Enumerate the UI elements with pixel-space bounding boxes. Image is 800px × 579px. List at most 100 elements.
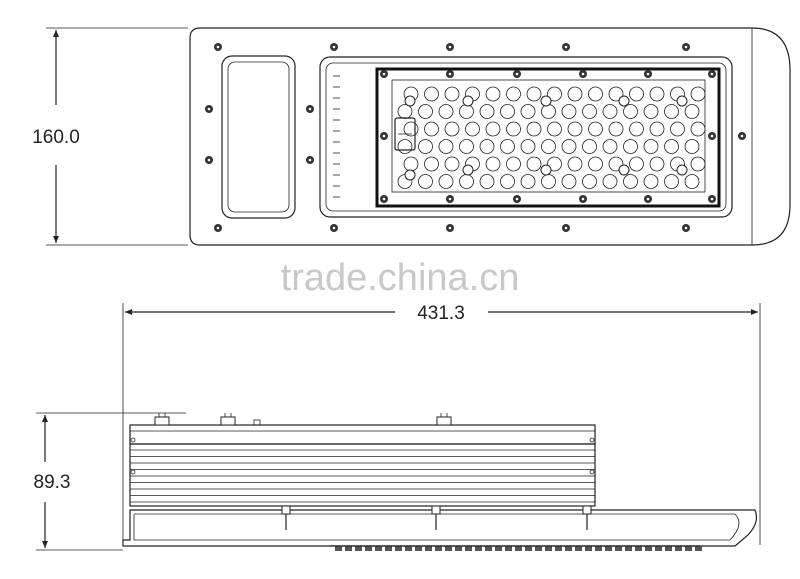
led-bump xyxy=(615,546,622,551)
led-marker xyxy=(404,169,416,181)
led-lens xyxy=(643,174,659,189)
support-post xyxy=(582,505,592,530)
led-marker xyxy=(676,164,688,176)
led-bump xyxy=(455,546,462,551)
led-bump xyxy=(635,546,642,551)
dimension-length: 431.3 xyxy=(122,303,761,545)
screw-icon xyxy=(708,132,716,140)
screw-icon xyxy=(708,70,716,78)
led-lens xyxy=(567,156,583,172)
screw-icon xyxy=(330,224,338,232)
led-lens xyxy=(602,104,618,119)
screw-icon xyxy=(562,224,570,232)
led-module-outer xyxy=(319,56,733,218)
screw-icon xyxy=(446,195,454,203)
led-lens xyxy=(424,86,439,102)
led-lens xyxy=(547,121,562,137)
led-lens xyxy=(588,86,603,102)
led-lens xyxy=(541,174,556,189)
led-lens xyxy=(664,104,679,119)
led-lens xyxy=(403,121,419,137)
mounting-bolts xyxy=(154,413,452,426)
led-bump xyxy=(355,546,362,551)
screw-icon xyxy=(513,195,521,203)
led-marker xyxy=(540,95,552,107)
screw-icon xyxy=(214,224,222,232)
led-bump xyxy=(575,546,582,551)
led-lens xyxy=(424,156,439,172)
led-lens xyxy=(690,86,706,102)
led-lens xyxy=(608,121,624,137)
led-lens xyxy=(459,139,474,154)
led-bump xyxy=(695,546,702,551)
connector-box xyxy=(394,117,416,151)
led-lens xyxy=(690,121,706,137)
led-lens xyxy=(506,121,521,137)
screw-icon xyxy=(306,105,314,113)
watermark: trade.china.cn xyxy=(281,257,520,299)
dimension-height-top: 160.0 xyxy=(32,27,188,246)
led-lens xyxy=(547,156,562,172)
led-bump xyxy=(415,546,422,551)
led-bump xyxy=(475,546,482,551)
screw-icon xyxy=(738,132,746,140)
led-grid xyxy=(397,86,706,189)
lower-housing xyxy=(122,509,758,547)
led-lens-row xyxy=(335,546,702,551)
led-lens xyxy=(608,156,624,172)
led-lens xyxy=(444,121,460,137)
led-bump xyxy=(655,546,662,551)
led-marker xyxy=(462,164,474,176)
led-lens xyxy=(485,156,501,172)
led-lens xyxy=(602,174,618,189)
led-lens xyxy=(664,139,679,154)
led-lens xyxy=(526,86,542,102)
screw-icon xyxy=(380,195,388,203)
bolt-icon xyxy=(436,413,452,426)
led-lens xyxy=(541,139,556,154)
led-lens xyxy=(643,104,659,119)
led-bump xyxy=(425,546,432,551)
led-bump xyxy=(395,546,402,551)
heatsink-body xyxy=(129,443,596,507)
led-lens xyxy=(629,156,644,172)
screw-icon xyxy=(579,195,587,203)
led-lens xyxy=(438,174,454,189)
led-lens xyxy=(465,121,480,137)
led-lens xyxy=(479,174,495,189)
led-lens xyxy=(567,121,583,137)
led-lens xyxy=(500,104,515,119)
led-bump xyxy=(665,546,672,551)
led-lens xyxy=(526,156,542,172)
led-marker xyxy=(618,164,630,176)
led-lens xyxy=(588,156,603,172)
led-lens xyxy=(582,104,597,119)
led-bump xyxy=(435,546,442,551)
led-lens xyxy=(561,174,577,189)
led-marker xyxy=(462,95,474,107)
led-lens xyxy=(629,121,644,137)
heatsink-top-plate xyxy=(129,424,596,445)
led-lens xyxy=(459,104,474,119)
led-bump xyxy=(595,546,602,551)
driver-window-inner xyxy=(227,61,290,213)
support-post xyxy=(431,505,441,530)
led-lens xyxy=(690,156,706,172)
housing-outline xyxy=(189,27,791,246)
led-lens xyxy=(438,104,454,119)
led-marker xyxy=(618,95,630,107)
screw-icon xyxy=(446,70,454,78)
led-lens xyxy=(479,139,495,154)
led-lens xyxy=(418,104,433,119)
led-lens xyxy=(520,104,536,119)
screw-icon xyxy=(214,43,222,51)
bolt-icon xyxy=(154,413,170,426)
led-lens xyxy=(670,121,685,137)
screw-icon xyxy=(579,70,587,78)
screw-icon xyxy=(205,105,213,113)
led-bump xyxy=(345,546,352,551)
screw-icon xyxy=(682,43,690,51)
led-lens xyxy=(643,139,659,154)
led-bump xyxy=(685,546,692,551)
led-bump xyxy=(465,546,472,551)
